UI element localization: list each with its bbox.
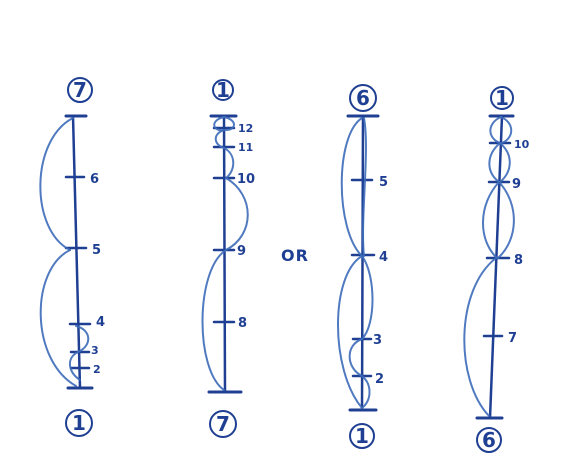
bottom-node-circle xyxy=(65,409,93,437)
top-node-label: 1 xyxy=(495,86,509,110)
diagram-3: 6 5 4 3 2 1 xyxy=(337,84,388,449)
arc xyxy=(225,177,249,251)
diagram-4: 1 10 9 8 7 6 xyxy=(463,86,530,453)
bottom-node-circle xyxy=(349,423,375,449)
top-node-circle xyxy=(212,79,234,101)
arc xyxy=(223,116,235,131)
arc xyxy=(337,255,363,409)
arc xyxy=(482,181,500,259)
top-node-label: 1 xyxy=(216,78,230,102)
arc xyxy=(463,257,497,417)
arc xyxy=(214,129,225,149)
bottom-node-label: 6 xyxy=(482,428,496,452)
tick-label: 6 xyxy=(90,172,99,187)
top-node-label: 6 xyxy=(356,86,370,110)
bottom-node-label: 1 xyxy=(355,424,369,448)
tick-label: 8 xyxy=(238,316,247,331)
main-axis xyxy=(222,114,227,394)
main-axis xyxy=(488,114,504,420)
top-node-circle xyxy=(490,86,514,110)
arc xyxy=(223,147,235,179)
top-node-circle xyxy=(349,84,377,112)
tick-label: 7 xyxy=(508,331,517,346)
arc xyxy=(348,338,363,377)
bottom-node-circle xyxy=(476,427,502,453)
tick-label: 2 xyxy=(375,372,384,387)
arc xyxy=(489,116,502,144)
arc xyxy=(361,375,371,409)
tick-label: 3 xyxy=(91,344,99,357)
tick-label: 4 xyxy=(96,315,105,330)
tick-label: 5 xyxy=(379,175,388,190)
tick-label: 11 xyxy=(238,141,253,154)
tick-label: 10 xyxy=(237,172,255,187)
arc xyxy=(201,249,227,391)
arc xyxy=(500,116,513,144)
tick-label: 9 xyxy=(512,177,521,192)
arc xyxy=(340,117,363,257)
diagram-2: 1 12 11 10 9 8 7 xyxy=(201,78,255,438)
tick-label: 3 xyxy=(373,333,382,348)
or-separator-label: OR xyxy=(281,246,309,265)
tick-label: 5 xyxy=(92,243,101,258)
main-axis xyxy=(71,114,82,390)
tick-label: 9 xyxy=(237,244,246,259)
arc xyxy=(362,117,367,257)
arc xyxy=(488,142,501,183)
bottom-node-label: 1 xyxy=(72,411,86,435)
bottom-node-circle xyxy=(209,410,237,438)
arc xyxy=(497,181,515,259)
arc xyxy=(39,249,77,387)
top-node-circle xyxy=(67,77,93,103)
arc xyxy=(75,325,90,353)
tick-label: 12 xyxy=(238,122,253,135)
main-axis xyxy=(360,114,365,412)
diagram-1: 7 6 5 4 3 2 1 xyxy=(39,77,105,437)
tick-label: 10 xyxy=(514,138,530,151)
tick-label: 8 xyxy=(514,253,523,268)
arc xyxy=(69,351,81,381)
bottom-node-label: 7 xyxy=(216,412,230,436)
arc xyxy=(499,142,511,183)
top-node-label: 7 xyxy=(73,78,87,102)
arc xyxy=(361,255,374,340)
tick-label: 4 xyxy=(379,250,388,265)
tick-label: 2 xyxy=(93,363,101,376)
arc xyxy=(39,117,74,251)
